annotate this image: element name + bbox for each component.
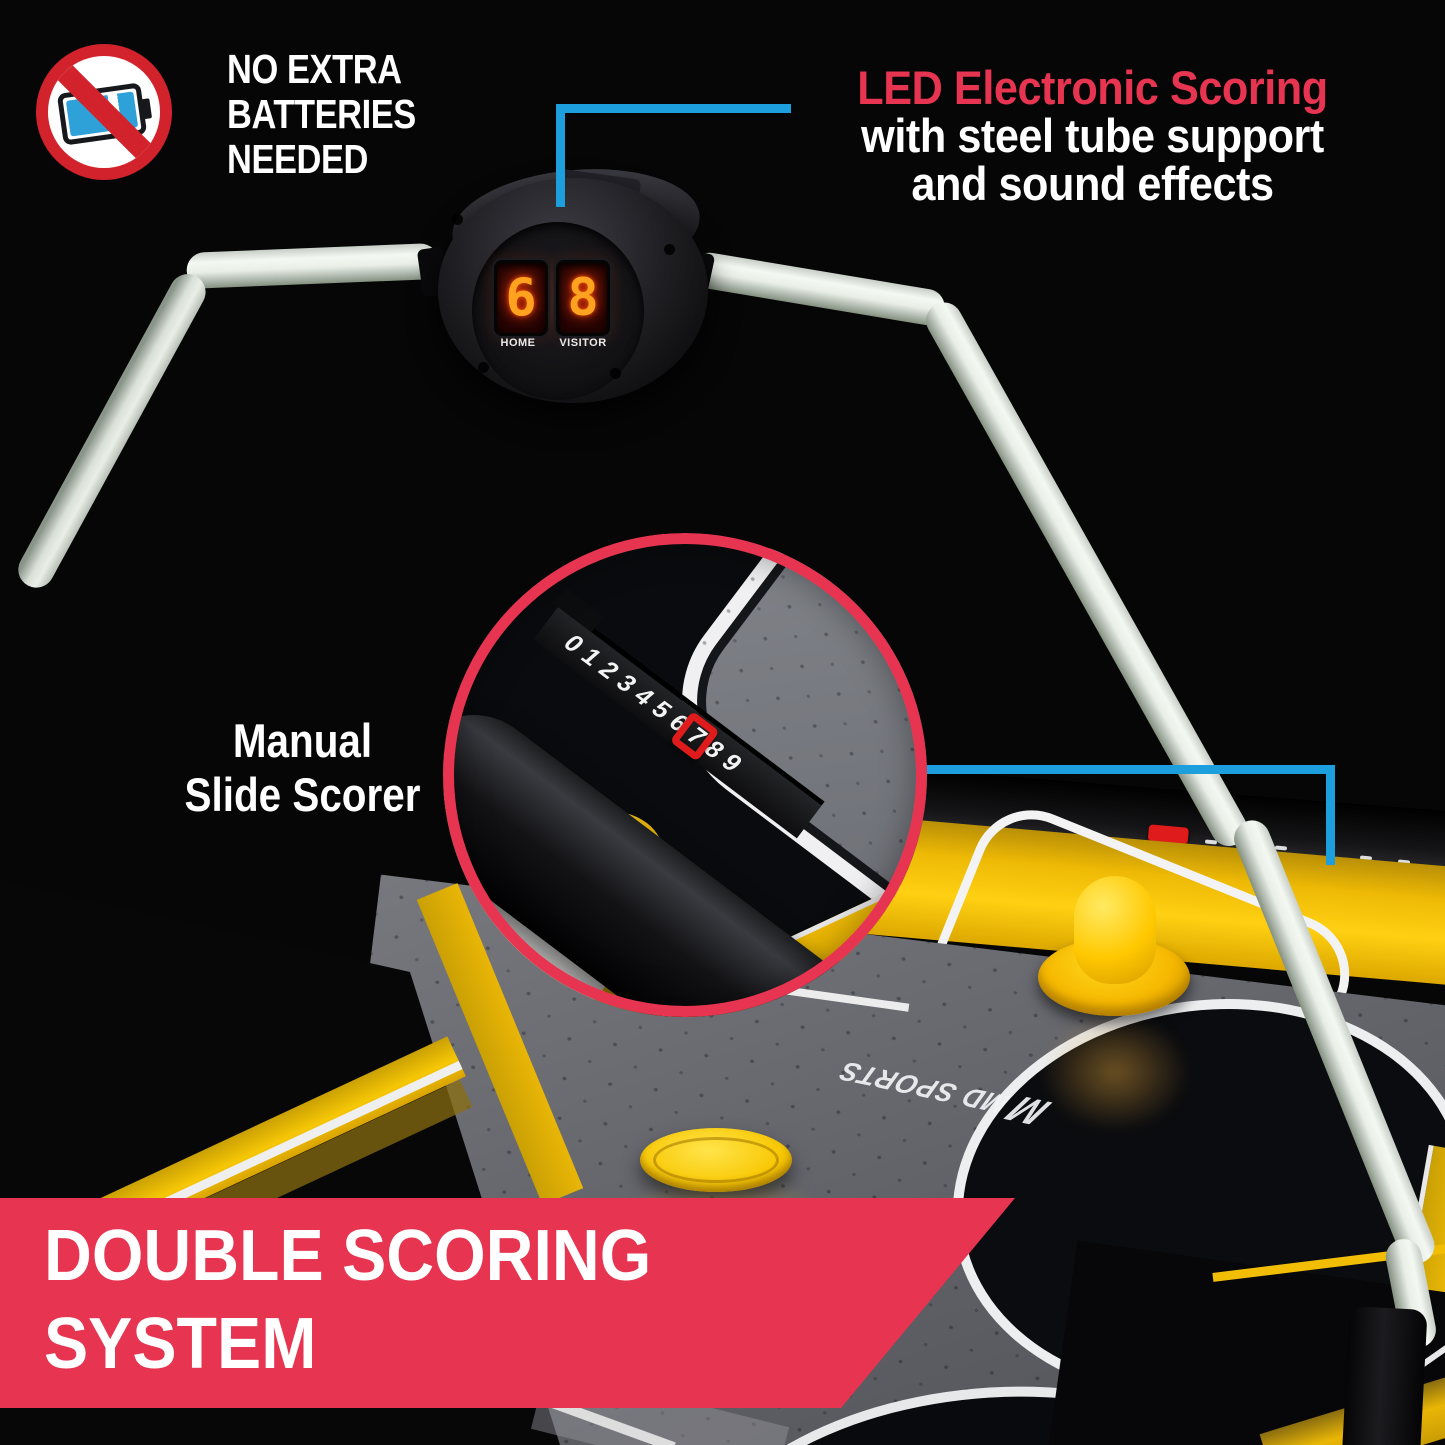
no-battery-icon xyxy=(36,44,172,180)
banner-line: SYSTEM xyxy=(44,1304,317,1384)
no-batteries-callout: NO EXTRA BATTERIES NEEDED xyxy=(227,47,416,182)
banner-text: DOUBLE SCORING SYSTEM xyxy=(44,1212,651,1388)
puck xyxy=(640,1128,792,1192)
connector-line xyxy=(556,104,565,207)
slide-scorer-magnifier: 0 1 2 3 4 5 6 7 8 9 xyxy=(443,533,927,1017)
visitor-score-display: 8 xyxy=(556,260,610,336)
screw xyxy=(478,362,489,373)
connector-line xyxy=(1326,765,1335,865)
led-scoring-callout: LED Electronic Scoring with steel tube s… xyxy=(796,64,1389,208)
pusher-handle xyxy=(1074,876,1156,984)
puck-groove xyxy=(653,1137,779,1183)
manual-scorer-callout: Manual Slide Scorer xyxy=(146,714,460,822)
callout-line: Slide Scorer xyxy=(184,768,421,821)
visitor-score-digit: 8 xyxy=(567,268,599,328)
callout-line: Manual xyxy=(232,714,373,767)
callout-line: NEEDED xyxy=(227,136,369,182)
screw xyxy=(664,244,675,255)
callout-title: LED Electronic Scoring xyxy=(857,61,1328,114)
connector-line xyxy=(556,104,791,113)
screw xyxy=(610,368,621,379)
screw xyxy=(452,214,463,225)
callout-line: BATTERIES xyxy=(227,91,416,137)
visitor-label: VISITOR xyxy=(559,337,607,349)
connector-line xyxy=(920,765,1335,774)
callout-line: and sound effects xyxy=(911,157,1274,210)
tube-mount-socket xyxy=(1342,1306,1428,1445)
pusher-reflection xyxy=(1040,1012,1190,1132)
feature-banner: DOUBLE SCORING SYSTEM xyxy=(0,1198,1015,1408)
home-label: HOME xyxy=(500,337,536,349)
callout-line: NO EXTRA xyxy=(227,46,402,92)
home-score-digit: 6 xyxy=(505,268,537,328)
battery-terminal xyxy=(140,98,153,120)
banner-line: DOUBLE SCORING xyxy=(44,1216,652,1296)
home-score-display: 6 xyxy=(494,260,548,336)
callout-line: with steel tube support xyxy=(861,109,1324,162)
brand-word: MD SPORTS xyxy=(833,1056,1013,1120)
magnifier-ring xyxy=(443,533,927,1017)
